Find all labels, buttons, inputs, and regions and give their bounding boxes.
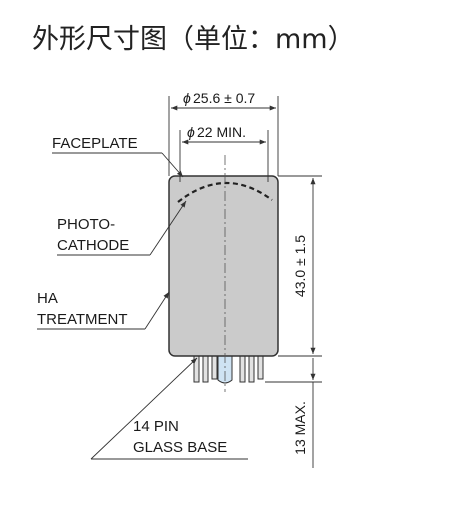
pin <box>239 354 246 383</box>
photocathode-arc <box>177 181 273 203</box>
pin <box>202 354 209 383</box>
pin <box>211 354 218 380</box>
body-height-dimension <box>278 175 322 357</box>
outer-diameter-dimension <box>168 96 279 176</box>
photocathode-leader-arrow <box>149 200 187 256</box>
base-leader-arrow <box>90 357 198 460</box>
photocathode-label-line1: PHOTO- <box>57 216 115 233</box>
outer-diameter-symbol: ϕ <box>183 90 191 106</box>
faceplate-leader-arrow <box>161 152 184 178</box>
faceplate-label: FACEPLATE <box>52 135 138 152</box>
base-label-line1: 14 PIN <box>133 418 179 435</box>
outer-diameter-value: 25.6 ± 0.7 <box>193 90 255 106</box>
ha-label-line2: TREATMENT <box>37 311 128 328</box>
base-label-line2: GLASS BASE <box>133 439 227 456</box>
pin-length-dimension <box>265 358 322 468</box>
ha-label-line1: HA <box>37 290 58 307</box>
inner-diameter-value: 22 MIN. <box>197 124 246 140</box>
photocathode-label-line2: CATHODE <box>57 237 129 254</box>
exhaust-tip <box>217 354 233 384</box>
pin-length-value: 13 MAX. <box>292 401 308 455</box>
page-title: 外形尺寸图（单位：mm） <box>32 24 355 55</box>
pin <box>257 354 264 380</box>
ha-leader-arrow <box>144 291 170 330</box>
pin <box>248 354 255 383</box>
tube-body <box>168 175 279 357</box>
body-height-value: 43.0 ± 1.5 <box>292 235 308 297</box>
inner-diameter-symbol: ϕ <box>187 124 195 140</box>
